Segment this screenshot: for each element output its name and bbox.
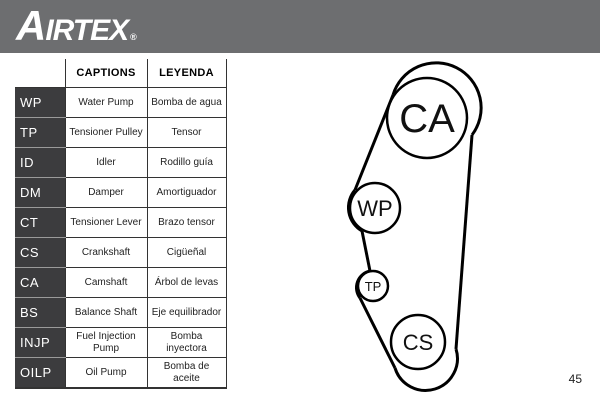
row-code: INJP: [15, 327, 66, 358]
row-leyenda: Bomba inyectora: [147, 327, 227, 358]
table-row: CS Crankshaft Cigüeñal: [15, 237, 227, 268]
row-leyenda: Amortiguador: [147, 177, 227, 208]
pulley-label-wp: WP: [357, 196, 392, 221]
registered-mark: ®: [130, 32, 137, 42]
belt-segment-tp-wp: [360, 230, 372, 272]
pulley-label-ca: CA: [399, 97, 455, 141]
pulley-label-tp: TP: [365, 279, 382, 294]
row-code: WP: [15, 87, 66, 118]
belt-wrap-ca: [391, 61, 483, 136]
belt-segment-cs-tp: [358, 297, 397, 369]
row-leyenda: Cigüeñal: [147, 237, 227, 268]
legend-header-row: CAPTIONS LEYENDA: [15, 59, 227, 88]
row-leyenda: Bomba de agua: [147, 87, 227, 118]
header-bar: A IRTEX ®: [0, 0, 600, 53]
table-row: BS Balance Shaft Eje equilibrador: [15, 297, 227, 328]
row-caption: Balance Shaft: [65, 297, 148, 328]
belt-wrap-wp: [347, 189, 363, 233]
table-row: OILP Oil Pump Bomba de aceite: [15, 357, 227, 389]
logo-initial: A: [16, 2, 46, 49]
row-caption: Fuel Injection Pump: [65, 327, 148, 358]
row-caption: Idler: [65, 147, 148, 178]
airtex-logo: A IRTEX ®: [16, 2, 137, 49]
row-leyenda: Bomba de aceite: [147, 357, 227, 389]
row-leyenda: Rodillo guía: [147, 147, 227, 178]
row-leyenda: Brazo tensor: [147, 207, 227, 238]
pulley-ca: [385, 76, 469, 160]
row-code: CA: [15, 267, 66, 298]
table-row: WP Water Pump Bomba de agua: [15, 87, 227, 118]
row-code: BS: [15, 297, 66, 328]
row-code: TP: [15, 117, 66, 148]
table-row: ID Idler Rodillo guía: [15, 147, 227, 178]
row-code: DM: [15, 177, 66, 208]
pulley-wp: [348, 181, 402, 235]
row-code: ID: [15, 147, 66, 178]
row-caption: Tensioner Lever: [65, 207, 148, 238]
row-caption: Oil Pump: [65, 357, 148, 389]
row-caption: Water Pump: [65, 87, 148, 118]
row-leyenda: Árbol de levas: [147, 267, 227, 298]
row-leyenda: Eje equilibrador: [147, 297, 227, 328]
table-row: DM Damper Amortiguador: [15, 177, 227, 208]
row-code: CT: [15, 207, 66, 238]
page-number: 45: [568, 372, 582, 386]
table-row: CA Camshaft Árbol de levas: [15, 267, 227, 298]
header-code-cell: [15, 59, 66, 88]
row-caption: Camshaft: [65, 267, 148, 298]
pulley-tp: [356, 269, 390, 303]
row-code: OILP: [15, 357, 66, 389]
header-captions: CAPTIONS: [65, 59, 148, 88]
belt-segment-ca-cs: [454, 134, 474, 350]
belt-wrap-cs: [393, 348, 459, 392]
row-caption: Damper: [65, 177, 148, 208]
legend-table: CAPTIONS LEYENDA WP Water Pump Bomba de …: [15, 59, 227, 389]
row-leyenda: Tensor: [147, 117, 227, 148]
row-caption: Tensioner Pulley: [65, 117, 148, 148]
table-row: TP Tensioner Pulley Tensor: [15, 117, 227, 148]
table-row: INJP Fuel Injection Pump Bomba inyectora: [15, 327, 227, 358]
header-leyenda: LEYENDA: [147, 59, 227, 88]
row-code: CS: [15, 237, 66, 268]
pulley-cs: [389, 313, 447, 371]
table-row: CT Tensioner Lever Brazo tensor: [15, 207, 227, 238]
logo-wordmark: IRTEX: [45, 14, 129, 47]
row-caption: Crankshaft: [65, 237, 148, 268]
pulley-label-cs: CS: [403, 330, 434, 355]
